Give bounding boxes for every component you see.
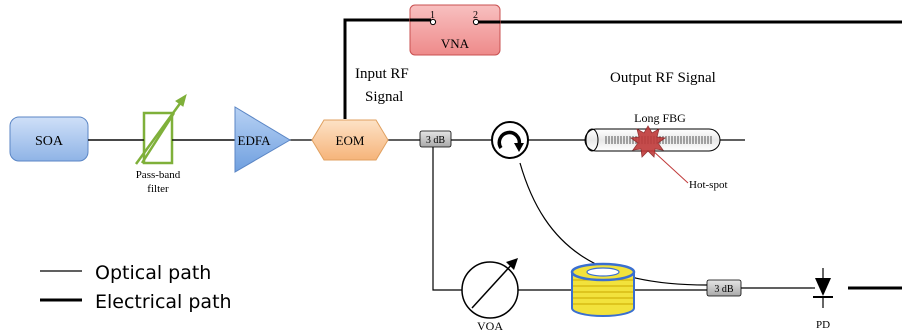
coupler1-label: 3 dB	[426, 135, 446, 146]
vna-port1-label: 1	[430, 10, 435, 21]
filter-label-line2: filter	[147, 183, 169, 195]
pd-label: PD	[816, 319, 830, 331]
vna-port2[interactable]: 2	[472, 10, 480, 26]
coupler2-label: 3 dB	[714, 284, 734, 295]
soa-box[interactable]: SOA	[9, 116, 89, 162]
electrical-paths	[343, 18, 902, 290]
vna-port2-label: 2	[473, 10, 478, 21]
fbg-label: Long FBG	[634, 111, 686, 125]
legend-electrical-label: Electrical path	[95, 291, 232, 313]
vna-label: VNA	[441, 36, 470, 51]
long-fbg[interactable]: Long FBG	[584, 111, 745, 152]
edfa-label: EDFA	[238, 133, 272, 148]
voa-label: VOA	[477, 319, 503, 333]
fiber-spool[interactable]	[570, 262, 636, 317]
eom-modulator[interactable]: EOM	[311, 119, 389, 161]
hotspot-marker[interactable]: Hot-spot	[629, 125, 728, 191]
soa-label: SOA	[35, 134, 64, 149]
eom-label: EOM	[336, 133, 365, 148]
vna-box[interactable]: VNA 1 2	[409, 4, 501, 56]
circulator[interactable]	[491, 121, 529, 159]
coupler-3db-1[interactable]: 3 dB	[419, 130, 452, 148]
voa-attenuator[interactable]: VOA	[461, 258, 519, 333]
legend: Optical path Electrical path	[40, 262, 232, 313]
hotspot-label: Hot-spot	[689, 179, 728, 191]
photodetector[interactable]: PD	[812, 268, 833, 331]
coupler-3db-2[interactable]: 3 dB	[706, 279, 742, 297]
rf-input-line	[343, 18, 410, 119]
edfa-amplifier[interactable]: EDFA	[234, 106, 291, 173]
legend-optical-label: Optical path	[95, 262, 211, 284]
output-rf-label: Output RF Signal	[610, 70, 716, 86]
input-rf-label-line2: Signal	[365, 89, 403, 105]
input-rf-label-line1: Input RF	[355, 66, 409, 82]
filter-label-line1: Pass-band	[136, 169, 181, 181]
passband-filter[interactable]	[134, 93, 187, 165]
vna-port1[interactable]: 1	[429, 10, 437, 26]
